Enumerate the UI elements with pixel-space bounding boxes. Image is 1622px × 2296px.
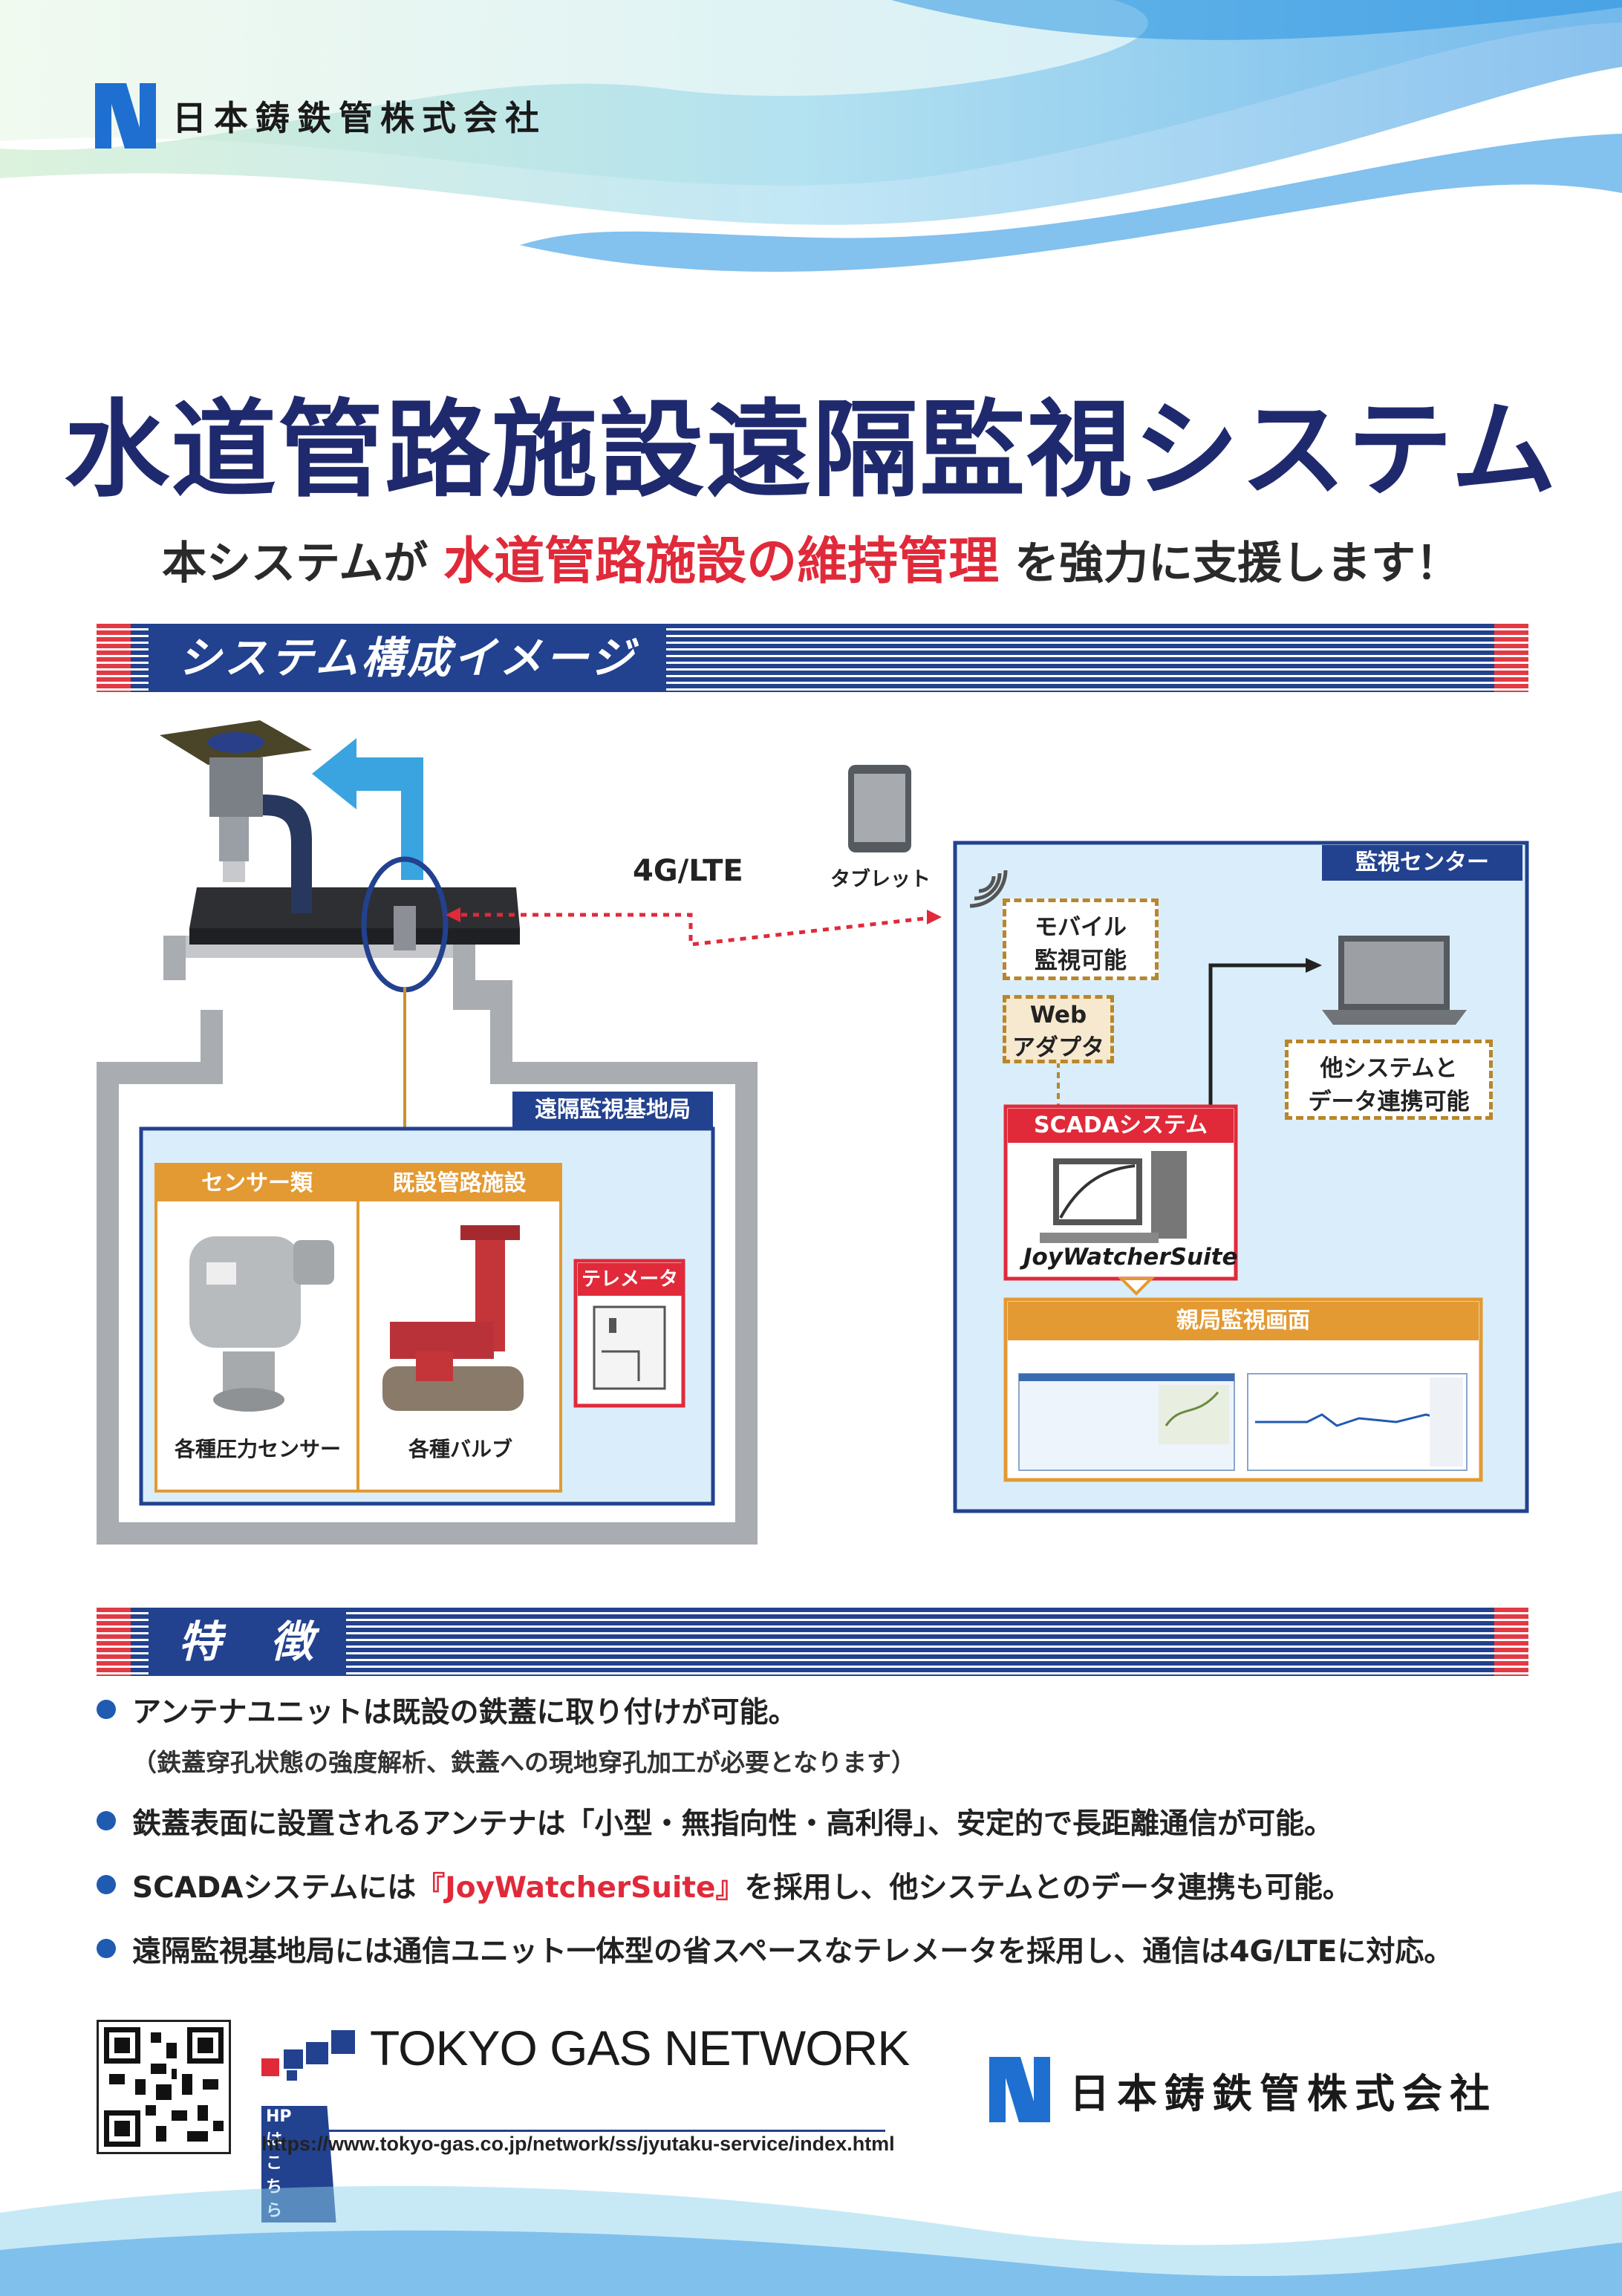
- scada-label: SCADAシステム: [1008, 1109, 1234, 1143]
- parent-screen-label: 親局監視画面: [1008, 1302, 1479, 1340]
- monitoring-center-label: 監視センター: [1322, 845, 1522, 881]
- other-systems-box: 他システムと データ連携可能: [1285, 1040, 1493, 1120]
- feature-text-before: SCADAシステムには: [132, 1871, 417, 1905]
- lte-link-line: [449, 913, 938, 947]
- section-title-system: システム構成イメージ: [149, 624, 667, 692]
- feature-text: 鉄蓋表面に設置されるアンテナは「小型・無指向性・高利得」、安定的で長距離通信が可…: [132, 1807, 1333, 1841]
- footer-company-name: 日本鋳鉄管株式会社: [1069, 2070, 1497, 2117]
- bottom-wave-decoration: [0, 2185, 1622, 2296]
- web-adapter-line-1: Web: [1029, 1002, 1087, 1028]
- feature-note: （鉄蓋穿孔状態の強度解析、鉄蓋への現地穿孔加工が必要となります）: [132, 1748, 916, 1777]
- feature-item: 鉄蓋表面に設置されるアンテナは「小型・無指向性・高利得」、安定的で長距離通信が可…: [97, 1801, 1552, 1842]
- tokyo-gas-network-logo-icon: [261, 2030, 355, 2081]
- website-url[interactable]: https://www.tokyo-gas.co.jp/network/ss/j…: [261, 2133, 895, 2155]
- bullet-icon: [97, 1939, 116, 1958]
- feature-list: アンテナユニットは既設の鉄蓋に取り付けが可能。 （鉄蓋穿孔状態の強度解析、鉄蓋へ…: [97, 1689, 1552, 1992]
- tablet-label: タブレット: [830, 868, 931, 891]
- lte-label: 4G/LTE: [633, 854, 743, 888]
- wireless-icon: [978, 875, 996, 893]
- nippon-chutetsukan-logo-icon: [989, 2057, 1050, 2122]
- feature-text: SCADAシステムには『JoyWatcherSuite』を採用し、他システムとの…: [132, 1865, 1352, 1906]
- page-subtitle: 本システムが 水道管路施設の維持管理 を強力に支援します！: [0, 520, 1622, 593]
- system-diagram: 4G/LTE タブレット 監視センター モバイル 監視可能 Web アダプタ 他…: [0, 713, 1622, 1567]
- feature-text: 遠隔監視基地局には通信ユニット一体型の省スペースなテレメータを採用し、通信は4G…: [132, 1935, 1453, 1969]
- data-link-arrow: [1208, 963, 1307, 1136]
- section-cap-left: [97, 1608, 131, 1676]
- existing-facility-label: 既設管路施設: [359, 1166, 559, 1201]
- manhole-cover: [189, 887, 520, 928]
- sensors-label: センサー類: [157, 1166, 356, 1201]
- bullet-icon: [97, 1875, 116, 1894]
- telemeter-label: テレメータ: [578, 1263, 682, 1296]
- telemeter-device-icon: [593, 1305, 666, 1390]
- section-title-features: 特 徴: [149, 1608, 347, 1676]
- header-company-name: 日本鋳鉄管株式会社: [172, 98, 547, 138]
- mobile-line-2: 監視可能: [1035, 948, 1127, 974]
- feature-item: 遠隔監視基地局には通信ユニット一体型の省スペースなテレメータを採用し、通信は4G…: [97, 1928, 1552, 1970]
- qr-code-icon[interactable]: [97, 2020, 231, 2154]
- feature-text: アンテナユニットは既設の鉄蓋に取り付けが可能。: [132, 1696, 798, 1729]
- other-systems-line-1: 他システムと: [1320, 1055, 1458, 1082]
- partner-name: TOKYO GAS NETWORK: [370, 2021, 910, 2075]
- page-title: 水道管路施設遠隔監視システム: [64, 389, 1558, 512]
- diagram-graphics: [97, 720, 1529, 1545]
- feature-item: SCADAシステムには『JoyWatcherSuite』を採用し、他システムとの…: [97, 1865, 1552, 1906]
- joywatcher-logo-text: JoyWatcherSuite: [1023, 1244, 1238, 1271]
- upward-arrow: [312, 738, 423, 880]
- valves-caption: 各種バルブ: [408, 1437, 512, 1461]
- subtitle-highlight: 水道管路施設の維持管理: [443, 532, 1000, 591]
- bullet-icon: [97, 1811, 116, 1830]
- nippon-chutetsukan-logo-icon: [95, 83, 156, 149]
- bullet-icon: [97, 1700, 116, 1719]
- section-cap-left: [97, 624, 131, 692]
- feature-text-after: を採用し、他システムとのデータ連携も可能。: [744, 1871, 1352, 1905]
- mobile-line-1: モバイル: [1035, 914, 1127, 941]
- subtitle-before: 本システムが: [162, 538, 429, 590]
- top-wave-decoration: [0, 0, 1622, 272]
- hp-underline: [261, 2130, 885, 2132]
- subtitle-after: を強力に支援します！: [1014, 538, 1460, 590]
- section-cap-right: [1494, 624, 1528, 692]
- web-adapter-box: Web アダプタ: [1003, 995, 1114, 1063]
- section-bar-system: システム構成イメージ: [97, 624, 1528, 692]
- pressure-sensor-caption: 各種圧力センサー: [174, 1437, 341, 1461]
- feature-item: アンテナユニットは既設の鉄蓋に取り付けが可能。: [97, 1689, 1552, 1731]
- section-cap-right: [1494, 1608, 1528, 1676]
- cable-pipe: [263, 795, 312, 913]
- header-company-logo: 日本鋳鉄管株式会社: [95, 83, 547, 149]
- antenna-body: [209, 757, 263, 817]
- other-systems-line-2: データ連携可能: [1308, 1089, 1470, 1115]
- feature-text-highlight: 『JoyWatcherSuite』: [416, 1871, 745, 1905]
- mobile-monitoring-box: モバイル 監視可能: [1003, 898, 1159, 980]
- web-adapter-line-2: アダプタ: [1012, 1034, 1104, 1061]
- footer-company-logo: 日本鋳鉄管株式会社: [989, 2057, 1497, 2122]
- pressure-sensor-image: [189, 1236, 301, 1348]
- remote-station-label: 遠隔監視基地局: [512, 1092, 713, 1129]
- section-bar-features: 特 徴: [97, 1608, 1528, 1676]
